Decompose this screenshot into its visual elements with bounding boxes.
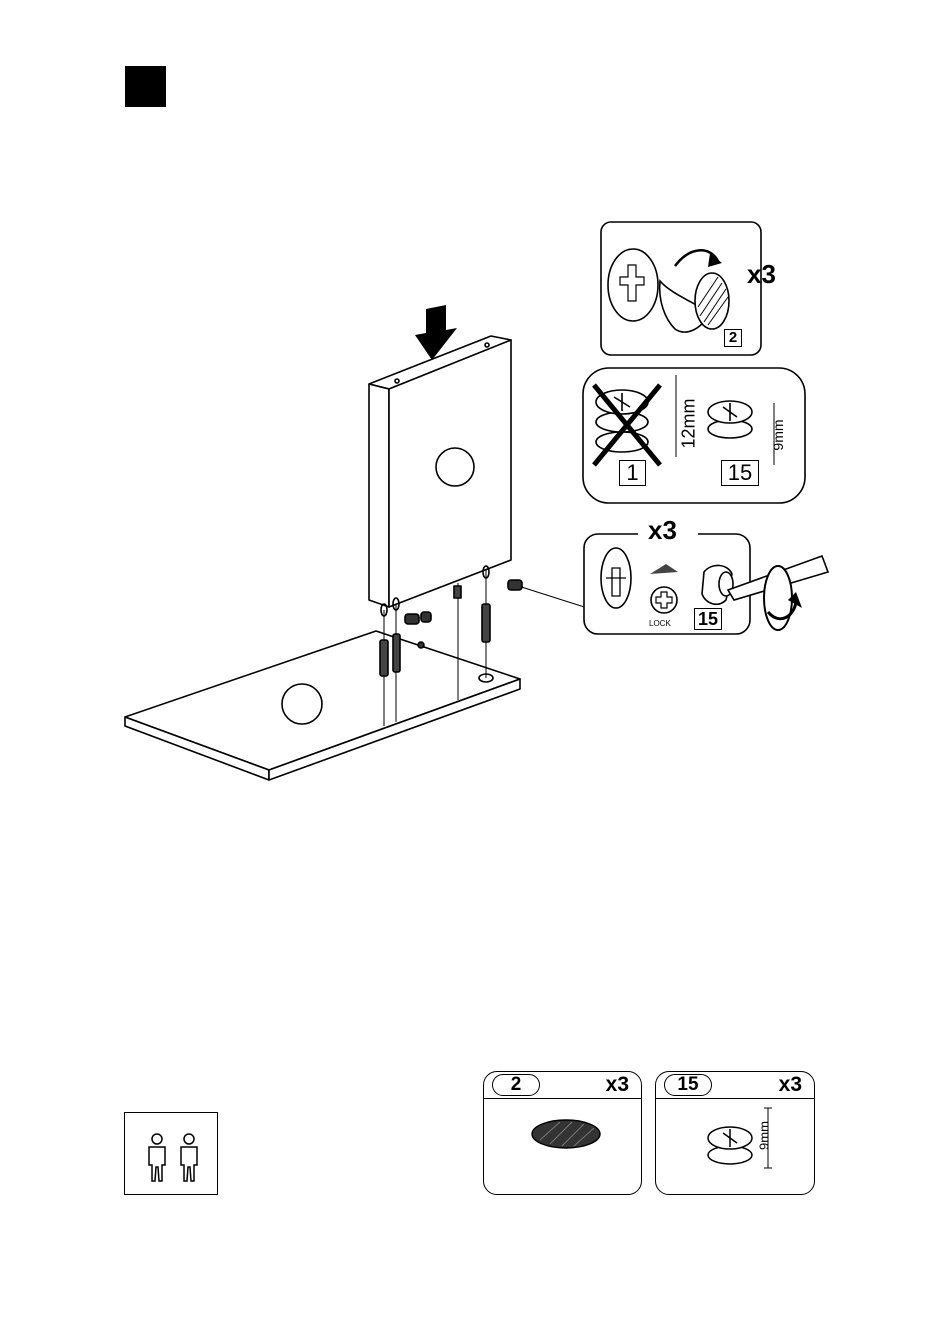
detail-glue-dot: x3 2 bbox=[600, 221, 762, 356]
person-icon bbox=[149, 1134, 165, 1181]
screw-head-icon bbox=[608, 249, 658, 321]
part-height-label: 9mm bbox=[757, 1106, 772, 1166]
right-part-box: 15 bbox=[721, 460, 759, 486]
qty-label: x3 bbox=[747, 259, 776, 289]
part-number: 2 bbox=[492, 1074, 540, 1096]
detail-cam-lock: x3 LOCK 15 bbox=[582, 516, 830, 636]
bottom-panel bbox=[125, 631, 520, 780]
person-icon bbox=[181, 1134, 197, 1181]
side-panel bbox=[369, 336, 511, 607]
lock-label: LOCK bbox=[649, 619, 671, 629]
cam-lock-icon bbox=[656, 1100, 816, 1196]
part-card-15: 15 x3 9mm bbox=[655, 1071, 815, 1195]
part-card-header: 15 x3 bbox=[656, 1072, 814, 1099]
part-card-header: 2 x3 bbox=[484, 1072, 641, 1099]
wrong-part-box: 1 bbox=[619, 460, 646, 486]
part-ref-box: 2 bbox=[724, 329, 742, 347]
glue-dot-icon bbox=[484, 1100, 643, 1196]
part-qty: x3 bbox=[779, 1073, 802, 1097]
two-person-indicator bbox=[124, 1112, 218, 1195]
part-qty: x3 bbox=[606, 1073, 629, 1097]
part-number: 15 bbox=[664, 1074, 712, 1096]
right-cam-icon bbox=[708, 401, 752, 438]
detail-cam-comparison: 12mm 9mm 1 15 bbox=[582, 367, 806, 504]
height-label-wrong: 12mm bbox=[679, 389, 700, 459]
height-label-right: 9mm bbox=[770, 405, 786, 465]
part-card-2: 2 x3 bbox=[483, 1071, 642, 1195]
qty-label: x3 bbox=[648, 516, 677, 544]
part-ref-box: 15 bbox=[694, 608, 722, 630]
